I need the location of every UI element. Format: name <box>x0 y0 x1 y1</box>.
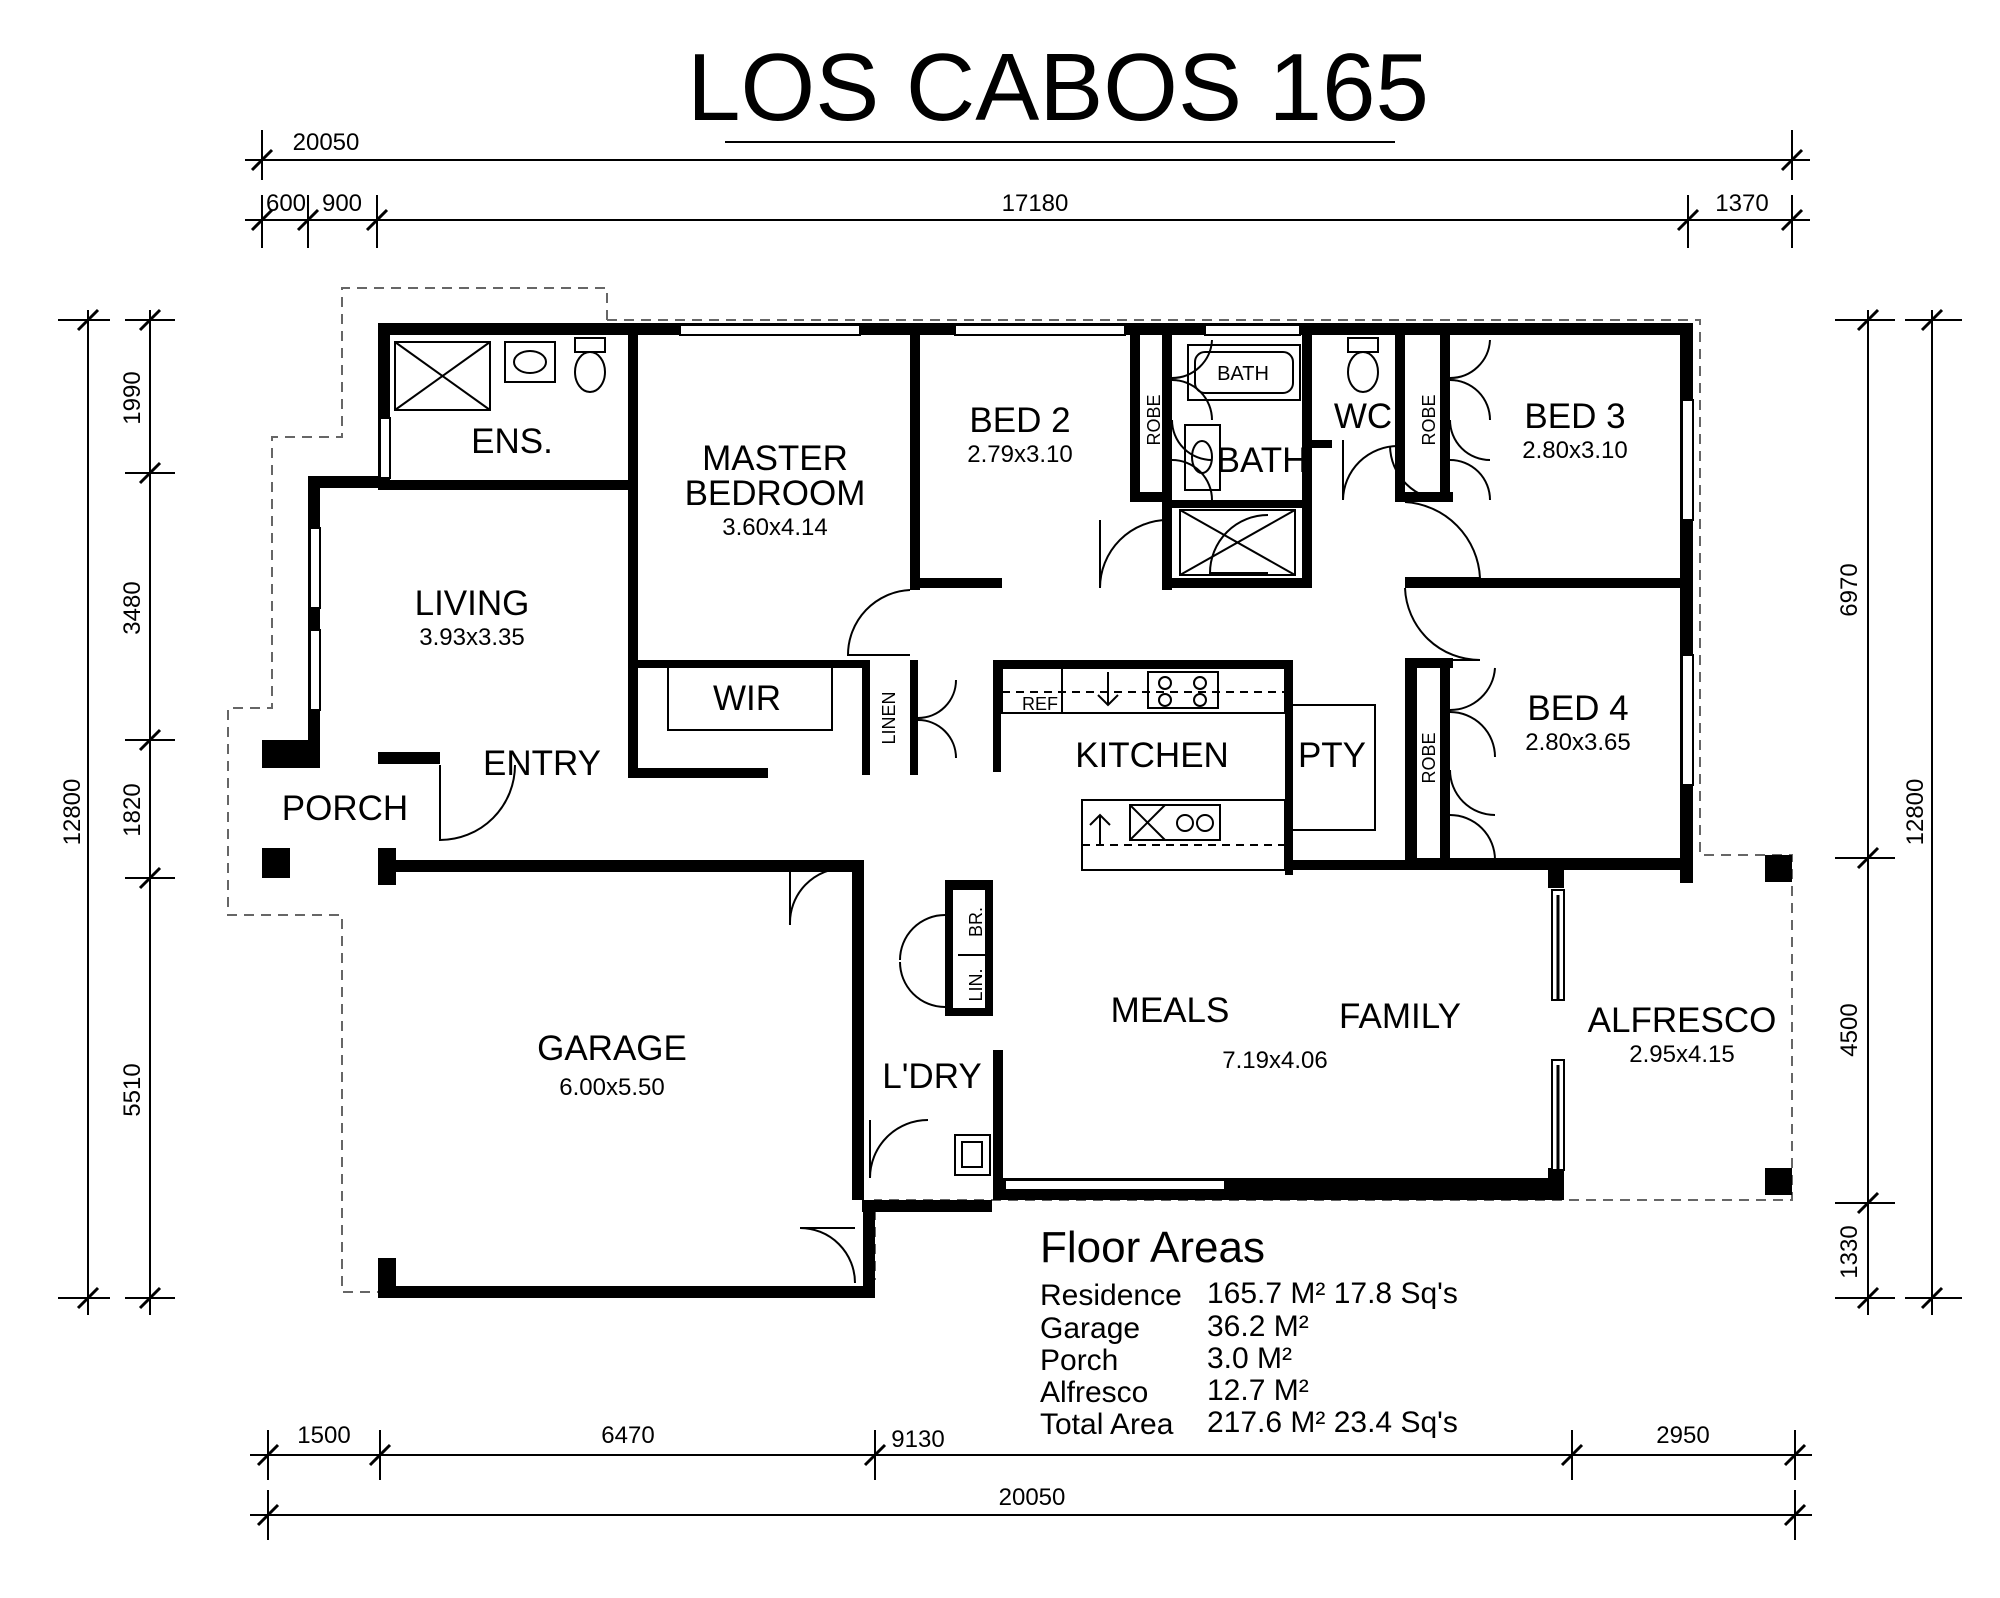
entry-label: ENTRY <box>483 744 601 783</box>
top-dimension-lines <box>245 130 1810 248</box>
bath-label: BATH <box>1217 441 1308 480</box>
bed4-label: BED 4 <box>1527 689 1628 728</box>
plan-title: LOS CABOS 165 <box>687 34 1429 141</box>
master-size: 3.60x4.14 <box>722 514 827 541</box>
fixtures <box>394 337 1560 1176</box>
left-dimension-lines <box>58 308 175 1315</box>
left-dim-4: 5510 <box>119 1063 146 1116</box>
bed2-robe-label: ROBE <box>1144 394 1164 445</box>
linen-label: LINEN <box>879 691 899 744</box>
left-dim-2: 3480 <box>119 581 146 634</box>
bed3-label: BED 3 <box>1524 397 1625 436</box>
master-label-2: BEDROOM <box>685 474 866 513</box>
family-label: FAMILY <box>1339 997 1461 1036</box>
bottom-dim-4: 2950 <box>1656 1422 1709 1449</box>
left-overall-dimension: 12800 <box>59 779 86 846</box>
bed3-size: 2.80x3.10 <box>1522 437 1627 464</box>
left-dim-1: 1990 <box>119 371 146 424</box>
right-dim-3: 1330 <box>1836 1225 1863 1278</box>
master-label-1: MASTER <box>702 439 848 478</box>
top-dim-2: 900 <box>322 190 362 217</box>
area-value-garage: 36.2 M² <box>1207 1310 1309 1343</box>
garage-label: GARAGE <box>537 1029 687 1068</box>
broom-label: BR. <box>966 907 986 937</box>
pantry-label: PTY <box>1298 736 1366 775</box>
alfresco-size: 2.95x4.15 <box>1629 1041 1734 1068</box>
kitchen-label: KITCHEN <box>1075 736 1229 775</box>
right-dimension-lines <box>1835 308 1962 1315</box>
area-label-garage: Garage <box>1040 1312 1140 1345</box>
right-dim-1: 6970 <box>1836 563 1863 616</box>
wir-label: WIR <box>713 679 781 718</box>
laundry-label: L'DRY <box>882 1057 981 1096</box>
area-label-porch: Porch <box>1040 1344 1118 1377</box>
living-size: 3.93x3.35 <box>419 624 524 651</box>
floor-areas-table: Floor Areas Residence 165.7 M² 17.8 Sq's… <box>1040 1223 1458 1441</box>
bottom-dim-1: 1500 <box>297 1422 350 1449</box>
garage-size: 6.00x5.50 <box>559 1074 664 1101</box>
porch-label: PORCH <box>282 789 408 828</box>
bed4-robe-label: ROBE <box>1419 732 1439 783</box>
right-overall-dimension: 12800 <box>1902 779 1929 846</box>
area-value-porch: 3.0 M² <box>1207 1342 1292 1375</box>
top-dim-4: 1370 <box>1715 190 1768 217</box>
bottom-dim-3: 9130 <box>891 1426 944 1453</box>
right-dim-2: 4500 <box>1836 1003 1863 1056</box>
area-label-alfresco: Alfresco <box>1040 1376 1148 1409</box>
area-label-total: Total Area <box>1040 1408 1174 1441</box>
left-dim-3: 1820 <box>119 783 146 836</box>
room-labels: ENS. MASTER BEDROOM 3.60x4.14 BED 2 2.79… <box>282 363 1777 1101</box>
top-dim-1: 600 <box>266 190 306 217</box>
laundry-linen-label: LIN. <box>966 968 986 1001</box>
walls <box>262 323 1792 1298</box>
area-label-residence: Residence <box>1040 1279 1182 1312</box>
top-overall-dimension: 20050 <box>293 129 360 156</box>
bed2-label: BED 2 <box>969 401 1070 440</box>
fridge-label: REF <box>1022 694 1058 714</box>
area-value-residence: 165.7 M² 17.8 Sq's <box>1207 1277 1458 1310</box>
bed2-size: 2.79x3.10 <box>967 441 1072 468</box>
door-swings <box>439 339 1496 1284</box>
alfresco-label: ALFRESCO <box>1588 1001 1777 1040</box>
top-dim-3: 17180 <box>1002 190 1069 217</box>
meals-label: MEALS <box>1111 991 1230 1030</box>
area-value-alfresco: 12.7 M² <box>1207 1374 1309 1407</box>
area-value-total: 217.6 M² 23.4 Sq's <box>1207 1406 1458 1439</box>
bottom-overall-dimension: 20050 <box>999 1484 1066 1511</box>
wc-label: WC <box>1334 397 1392 436</box>
floor-areas-heading: Floor Areas <box>1040 1223 1265 1272</box>
bathtub-label: BATH <box>1217 363 1269 385</box>
living-label: LIVING <box>415 584 530 623</box>
bed3-robe-label: ROBE <box>1419 394 1439 445</box>
bottom-dim-2: 6470 <box>601 1422 654 1449</box>
bed4-size: 2.80x3.65 <box>1525 729 1630 756</box>
family-size: 7.19x4.06 <box>1222 1047 1327 1074</box>
ensuite-label: ENS. <box>471 422 553 461</box>
bottom-dimension-lines <box>250 1430 1812 1540</box>
